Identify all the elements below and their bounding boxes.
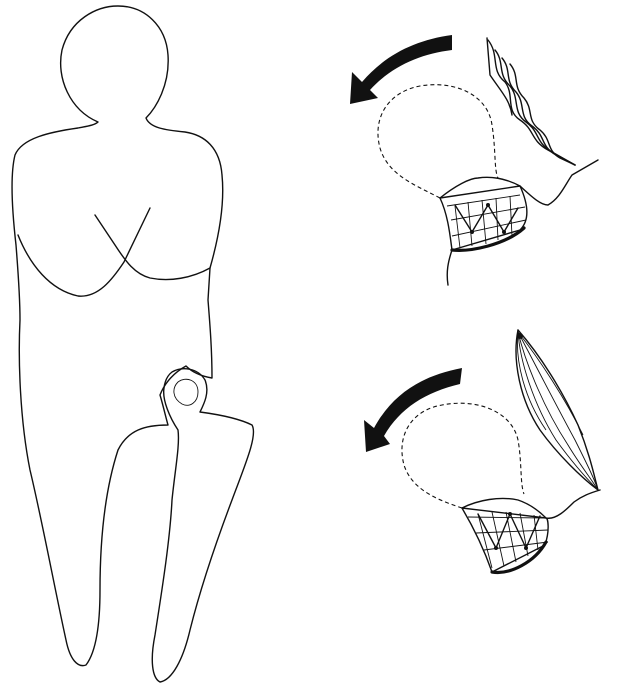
joint-base-upper — [440, 160, 598, 205]
muscle-spindle-lower — [516, 330, 598, 490]
thigh-piece — [152, 369, 253, 682]
joint-stem-upper — [447, 250, 452, 285]
lower-joint-diagram — [364, 330, 600, 572]
joint-base-lower — [462, 490, 600, 518]
dashed-head-upper — [378, 85, 498, 198]
rotation-arrow-lower-icon — [364, 368, 462, 452]
dashed-head-lower — [402, 403, 524, 508]
arm-right — [18, 208, 150, 296]
femoral-head-inner — [174, 379, 198, 405]
body-outline — [12, 6, 223, 666]
arm-left — [95, 215, 210, 280]
body-figure — [12, 6, 253, 682]
joint-segment-lower — [462, 508, 548, 572]
rotation-arrow-upper-icon — [350, 35, 452, 104]
joint-segment-upper — [440, 186, 527, 250]
muscle-fibers-upper — [487, 38, 575, 165]
upper-joint-diagram — [350, 35, 598, 285]
